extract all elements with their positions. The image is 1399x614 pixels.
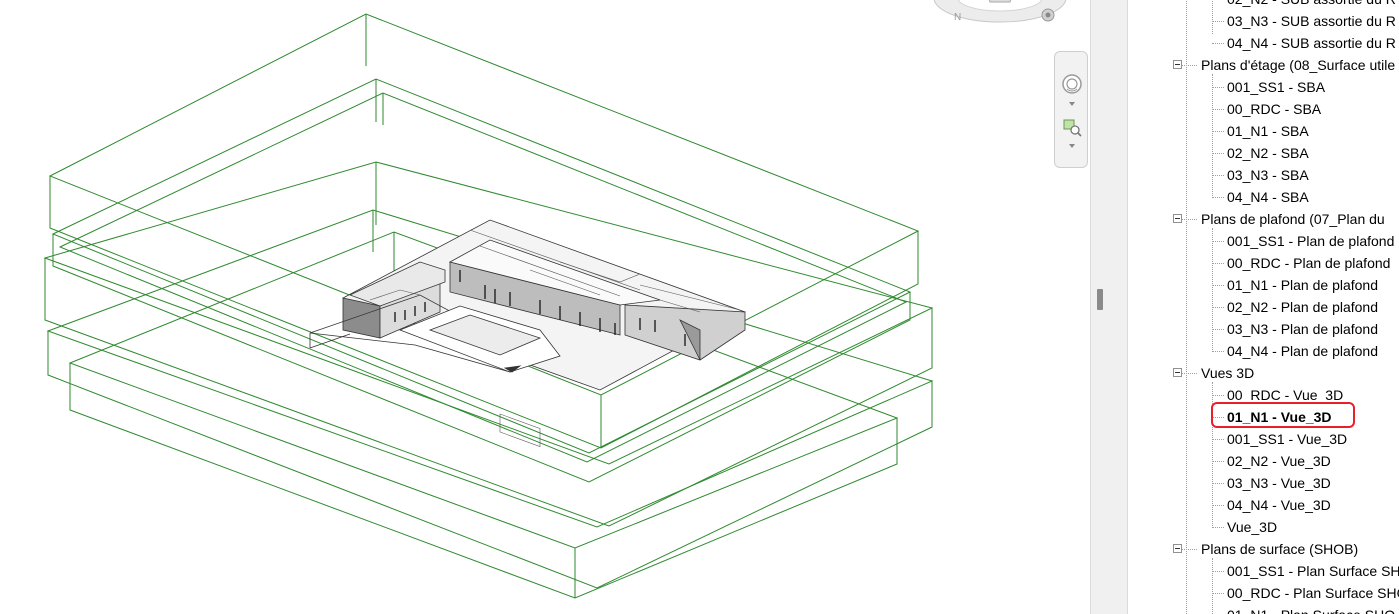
building-model bbox=[309, 219, 746, 447]
browser-item-label: Plans de plafond (07_Plan du bbox=[1201, 211, 1385, 227]
browser-item-label: 001_SS1 - Plan de plafond bbox=[1227, 233, 1395, 249]
browser-view-row[interactable]: 02_N2 - Vue_3D bbox=[1212, 450, 1331, 472]
browser-view-row[interactable]: 00_RDC - SBA bbox=[1212, 98, 1322, 120]
browser-item-label: 00_RDC - Vue_3D bbox=[1227, 387, 1344, 403]
browser-view-row[interactable]: 04_N4 - Plan de plafond bbox=[1212, 340, 1378, 362]
browser-view-row[interactable]: 00_RDC - Plan Surface SHO bbox=[1212, 582, 1399, 604]
3d-view-canvas[interactable]: N bbox=[0, 0, 1090, 614]
browser-item-label: 01_N1 - SBA bbox=[1227, 123, 1309, 139]
browser-item-label: 01_N1 - Plan de plafond bbox=[1227, 277, 1378, 293]
browser-view-row[interactable]: 02_N2 - Plan de plafond bbox=[1212, 296, 1378, 318]
browser-item-label: 01_N1 - Vue_3D bbox=[1227, 409, 1332, 425]
scrollbar-thumb[interactable] bbox=[1097, 289, 1103, 310]
browser-item-label: 02_N2 - Plan de plafond bbox=[1227, 299, 1378, 315]
browser-item-label: 00_RDC - Plan Surface SHO bbox=[1227, 585, 1399, 601]
browser-view-row[interactable]: 04_N4 - Vue_3D bbox=[1212, 494, 1331, 516]
navigation-bar bbox=[1054, 51, 1088, 168]
browser-item-label: 04_N4 - SUB assortie du R bbox=[1227, 35, 1396, 51]
browser-category-row[interactable]: Plans d'étage (08_Surface utile bbox=[1173, 54, 1396, 76]
browser-view-row[interactable]: 001_SS1 - Plan de plafond bbox=[1212, 230, 1395, 252]
browser-item-label: 001_SS1 - Vue_3D bbox=[1227, 431, 1348, 447]
browser-view-row[interactable]: 00_RDC - Plan de plafond bbox=[1212, 252, 1391, 274]
collapse-toggle-icon[interactable] bbox=[1173, 60, 1182, 69]
chevron-down-icon[interactable] bbox=[1068, 143, 1076, 149]
collapse-toggle-icon[interactable] bbox=[1173, 544, 1182, 553]
browser-view-row[interactable]: 03_N3 - SBA bbox=[1212, 164, 1309, 186]
panel-splitter[interactable] bbox=[1090, 0, 1116, 614]
viewcube-compass-label: N bbox=[954, 12, 961, 23]
scope-boxes bbox=[43, 13, 934, 599]
browser-item-label: 04_N4 - Plan de plafond bbox=[1227, 343, 1378, 359]
browser-view-row[interactable]: Vue_3D bbox=[1212, 516, 1278, 538]
browser-item-label: 02_N2 - SUB assortie du R bbox=[1227, 0, 1396, 7]
browser-view-row[interactable]: 01_N1 - SBA bbox=[1212, 120, 1309, 142]
browser-category-row[interactable]: Plans de plafond (07_Plan du bbox=[1173, 208, 1385, 230]
browser-item-label: Vue_3D bbox=[1227, 519, 1278, 535]
browser-item-label: 04_N4 - Vue_3D bbox=[1227, 497, 1331, 513]
browser-view-row[interactable]: 03_N3 - SUB assortie du R bbox=[1212, 10, 1396, 32]
browser-item-label: 03_N3 - Vue_3D bbox=[1227, 475, 1331, 491]
browser-item-label: 03_N3 - SBA bbox=[1227, 167, 1309, 183]
browser-item-label: 01_N1 - Plan Surface SHO bbox=[1227, 607, 1395, 614]
browser-item-label: 03_N3 - SUB assortie du R bbox=[1227, 13, 1396, 29]
browser-item-label: Vues 3D bbox=[1201, 365, 1255, 381]
browser-category-row[interactable]: Vues 3D bbox=[1173, 362, 1255, 384]
browser-view-row[interactable]: 01_N1 - Plan de plafond bbox=[1212, 274, 1378, 296]
browser-item-label: 001_SS1 - SBA bbox=[1227, 79, 1326, 95]
chevron-down-icon[interactable] bbox=[1068, 101, 1076, 107]
zoom-region-icon[interactable] bbox=[1059, 115, 1085, 141]
browser-view-row[interactable]: 001_SS1 - Plan Surface SHO bbox=[1212, 560, 1399, 582]
browser-category-row[interactable]: Plans de surface (SHOB) bbox=[1173, 538, 1359, 560]
browser-item-label: 00_RDC - Plan de plafond bbox=[1227, 255, 1391, 271]
browser-item-label: 04_N4 - SBA bbox=[1227, 189, 1309, 205]
browser-view-row[interactable]: 001_SS1 - SBA bbox=[1212, 76, 1326, 98]
steering-wheel-icon[interactable] bbox=[1059, 71, 1085, 97]
browser-view-row[interactable]: 00_RDC - Vue_3D bbox=[1212, 384, 1344, 406]
browser-view-row[interactable]: 03_N3 - Plan de plafond bbox=[1212, 318, 1378, 340]
browser-view-row[interactable]: 01_N1 - Vue_3D bbox=[1212, 406, 1332, 428]
browser-view-row[interactable]: 03_N3 - Vue_3D bbox=[1212, 472, 1331, 494]
browser-item-label: 03_N3 - Plan de plafond bbox=[1227, 321, 1378, 337]
browser-item-label: 02_N2 - Vue_3D bbox=[1227, 453, 1331, 469]
browser-item-label: 02_N2 - SBA bbox=[1227, 145, 1309, 161]
browser-view-row[interactable]: 04_N4 - SBA bbox=[1212, 186, 1309, 208]
scope-box-3 bbox=[58, 92, 908, 463]
viewcube[interactable]: N bbox=[930, 0, 1070, 35]
project-browser-tree: 02_N2 - SUB assortie du R 03_N3 - SUB ass… bbox=[1128, 0, 1399, 614]
browser-view-row[interactable]: 04_N4 - SUB assortie du R bbox=[1212, 32, 1396, 54]
browser-item-label: Plans de surface (SHOB) bbox=[1201, 541, 1359, 557]
browser-item-label: Plans d'étage (08_Surface utile bbox=[1201, 57, 1396, 73]
browser-view-row[interactable]: 001_SS1 - Vue_3D bbox=[1212, 428, 1348, 450]
collapse-toggle-icon[interactable] bbox=[1173, 368, 1182, 377]
panel-border bbox=[1116, 0, 1128, 614]
3d-model-drawing[interactable] bbox=[0, 0, 1090, 614]
collapse-toggle-icon[interactable] bbox=[1173, 214, 1182, 223]
browser-view-row[interactable]: 02_N2 - SUB assortie du R bbox=[1227, 0, 1396, 10]
browser-item-label: 001_SS1 - Plan Surface SHO bbox=[1227, 563, 1399, 579]
browser-item-label: 00_RDC - SBA bbox=[1227, 101, 1322, 117]
browser-view-row[interactable]: 02_N2 - SBA bbox=[1212, 142, 1309, 164]
browser-view-row[interactable]: 01_N1 - Plan Surface SHO bbox=[1227, 604, 1395, 614]
